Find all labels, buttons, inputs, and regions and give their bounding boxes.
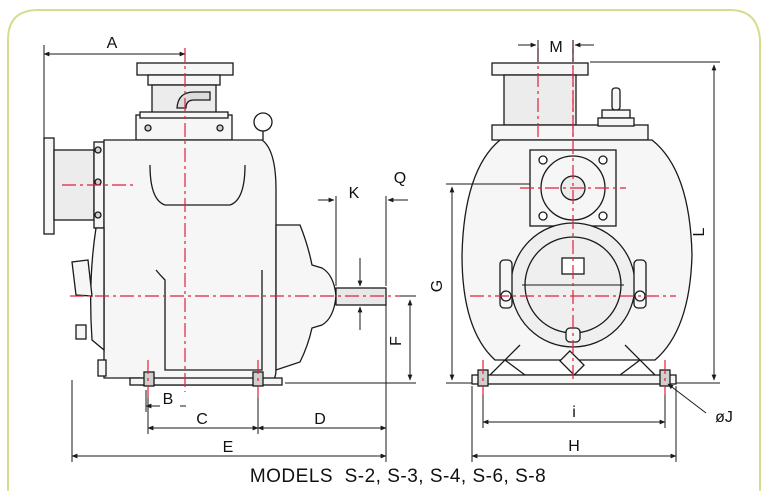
dimension-label-e: E bbox=[223, 439, 234, 456]
dimension-label-c: C bbox=[196, 411, 208, 428]
suction-flange bbox=[43, 137, 55, 235]
dimension-label-q: Q bbox=[394, 170, 406, 187]
side-view bbox=[43, 62, 387, 387]
dimension-label-g: G bbox=[429, 280, 446, 292]
front-centerlines bbox=[470, 40, 676, 395]
dimension-label-j: øJ bbox=[715, 409, 733, 426]
pump-casing bbox=[103, 139, 277, 386]
dimension-label-h: H bbox=[568, 438, 580, 455]
side-base bbox=[129, 377, 283, 386]
dimension-label-a: A bbox=[107, 35, 118, 52]
dimension-lines bbox=[43, 40, 720, 462]
side-centerlines bbox=[62, 48, 400, 398]
front-view bbox=[461, 62, 693, 387]
lifting-eye bbox=[253, 112, 273, 132]
dimension-label-l: L bbox=[691, 227, 708, 236]
dimension-label-i: i bbox=[572, 404, 576, 421]
card-border bbox=[7, 9, 761, 491]
pump-shaft bbox=[335, 287, 387, 306]
dimension-label-b: B bbox=[163, 391, 174, 408]
front-base bbox=[471, 374, 677, 385]
models-caption: MODELS S-2, S-3, S-4, S-6, S-8 bbox=[250, 466, 546, 487]
dimension-label-k: K bbox=[349, 185, 360, 202]
dimension-label-f: F bbox=[388, 336, 405, 346]
dimension-label-d: D bbox=[314, 411, 326, 428]
bearing-housing bbox=[275, 224, 337, 371]
dimension-label-m: M bbox=[549, 39, 562, 56]
